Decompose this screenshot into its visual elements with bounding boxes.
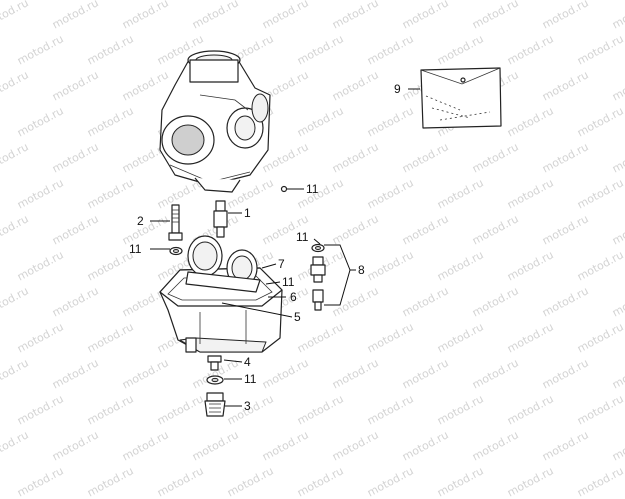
o-ring-small: [280, 185, 288, 193]
watermark-text: motod.ru: [575, 464, 625, 499]
watermark-text: motod.ru: [435, 464, 486, 499]
callout-3: 3: [244, 399, 251, 413]
carburetor-body: [159, 50, 271, 193]
watermark-text: motod.ru: [225, 464, 276, 499]
part-9-parts-bag: [420, 67, 502, 129]
part-11-washer-left: [169, 246, 183, 256]
leader-lines: [150, 88, 420, 407]
callout-4: 4: [244, 355, 251, 369]
watermark-text: motod.ru: [365, 464, 416, 499]
part-4-screw: [207, 355, 222, 371]
watermark-text: motod.ru: [85, 464, 136, 499]
callout-8: 8: [358, 263, 365, 277]
part-3-drain-plug: [204, 392, 226, 417]
part-2-jet: [168, 204, 183, 241]
callout-11-left: 11: [129, 242, 142, 256]
callout-11-right: 11: [296, 230, 309, 244]
watermark-text: motod.ru: [295, 464, 346, 499]
callout-5: 5: [294, 310, 301, 324]
part-1-needle-jet: [213, 200, 228, 238]
watermark-text: motod.ru: [505, 464, 556, 499]
callout-11-top: 11: [306, 182, 319, 196]
callout-9: 9: [394, 82, 401, 96]
callout-11-bottom: 11: [244, 372, 257, 386]
parts-diagram: 11 2 1 11 11 7 11 6 5 8 4 11 3 9: [129, 50, 502, 417]
watermark-text: motod.ru: [155, 464, 206, 499]
callout-1: 1: [244, 206, 251, 220]
callout-7: 7: [278, 257, 285, 271]
part-11-washer-low: [206, 375, 224, 385]
part-8-valve-group: [310, 243, 326, 311]
float-bowl-assembly: [159, 235, 293, 353]
callout-2: 2: [137, 214, 144, 228]
callout-labels: 11 2 1 11 11 7 11 6 5 8 4 11 3 9: [129, 82, 401, 413]
callout-11-mid: 11: [282, 275, 295, 289]
watermark-text: motod.ru: [15, 464, 66, 499]
callout-6: 6: [290, 290, 297, 304]
